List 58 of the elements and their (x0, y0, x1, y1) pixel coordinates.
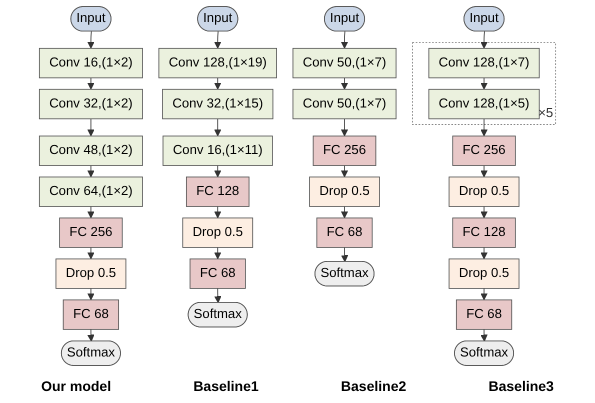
node-box: FC 68 (316, 218, 373, 248)
node-box: Drop 0.5 (448, 258, 520, 289)
node-box: Conv 128,(1×19) (158, 48, 277, 78)
node-box: FC 256 (59, 218, 123, 248)
column-caption: Baseline2 (340, 378, 406, 394)
column-caption: Baseline1 (193, 378, 259, 394)
arrow (87, 206, 95, 218)
arrow (214, 31, 222, 49)
node-box: Conv 128,(1×5) (428, 88, 540, 120)
arrow (480, 118, 488, 136)
arrow (480, 288, 488, 300)
node-box: Conv 50,(1×7) (292, 48, 396, 78)
arrow (480, 206, 488, 218)
column-caption: Our model (41, 378, 112, 394)
node-box: Conv 128,(1×7) (428, 48, 540, 78)
arrow (480, 247, 488, 260)
arrow (340, 77, 348, 90)
arrow (214, 118, 222, 136)
column-caption: Baseline3 (488, 378, 554, 394)
arrow (480, 77, 488, 90)
node-box: Conv 16,(1×11) (162, 136, 273, 166)
arrow (87, 31, 95, 49)
arrow (480, 165, 488, 178)
node-box: Conv 64,(1×2) (38, 176, 143, 207)
arrow (214, 206, 222, 218)
arrow (87, 165, 95, 178)
node-box: FC 128 (452, 218, 516, 248)
arrow (87, 118, 95, 136)
node-box: FC 128 (186, 176, 250, 207)
arrow (214, 288, 222, 304)
node-box: FC 256 (452, 136, 516, 166)
node-box: FC 68 (62, 299, 120, 330)
arrow (87, 247, 95, 260)
arrow (340, 118, 348, 136)
node-box: Conv 48,(1×2) (38, 136, 143, 166)
arrow (341, 247, 348, 262)
arrow (214, 165, 222, 178)
arrow (214, 247, 222, 260)
node-box: Drop 0.5 (309, 176, 380, 207)
node-box: Conv 50,(1×7) (292, 88, 396, 120)
arrow (87, 328, 94, 342)
node-box: FC 256 (312, 136, 376, 166)
node-box: Conv 16,(1×2) (38, 48, 143, 78)
arrow (480, 328, 488, 342)
arrow (340, 31, 348, 49)
arrow (340, 206, 348, 218)
arrow (340, 165, 348, 178)
node-box: Conv 32,(1×15) (162, 88, 274, 120)
node-box: FC 68 (190, 258, 246, 289)
node-box: Drop 0.5 (182, 218, 254, 248)
arrow (480, 31, 488, 49)
arrow (87, 288, 95, 300)
node-box: Drop 0.5 (56, 258, 126, 289)
node-box: Conv 32,(1×2) (38, 88, 143, 120)
arrow (87, 77, 95, 90)
node-box: Drop 0.5 (448, 176, 520, 207)
arrow (214, 77, 222, 90)
node-box: FC 68 (456, 299, 512, 330)
